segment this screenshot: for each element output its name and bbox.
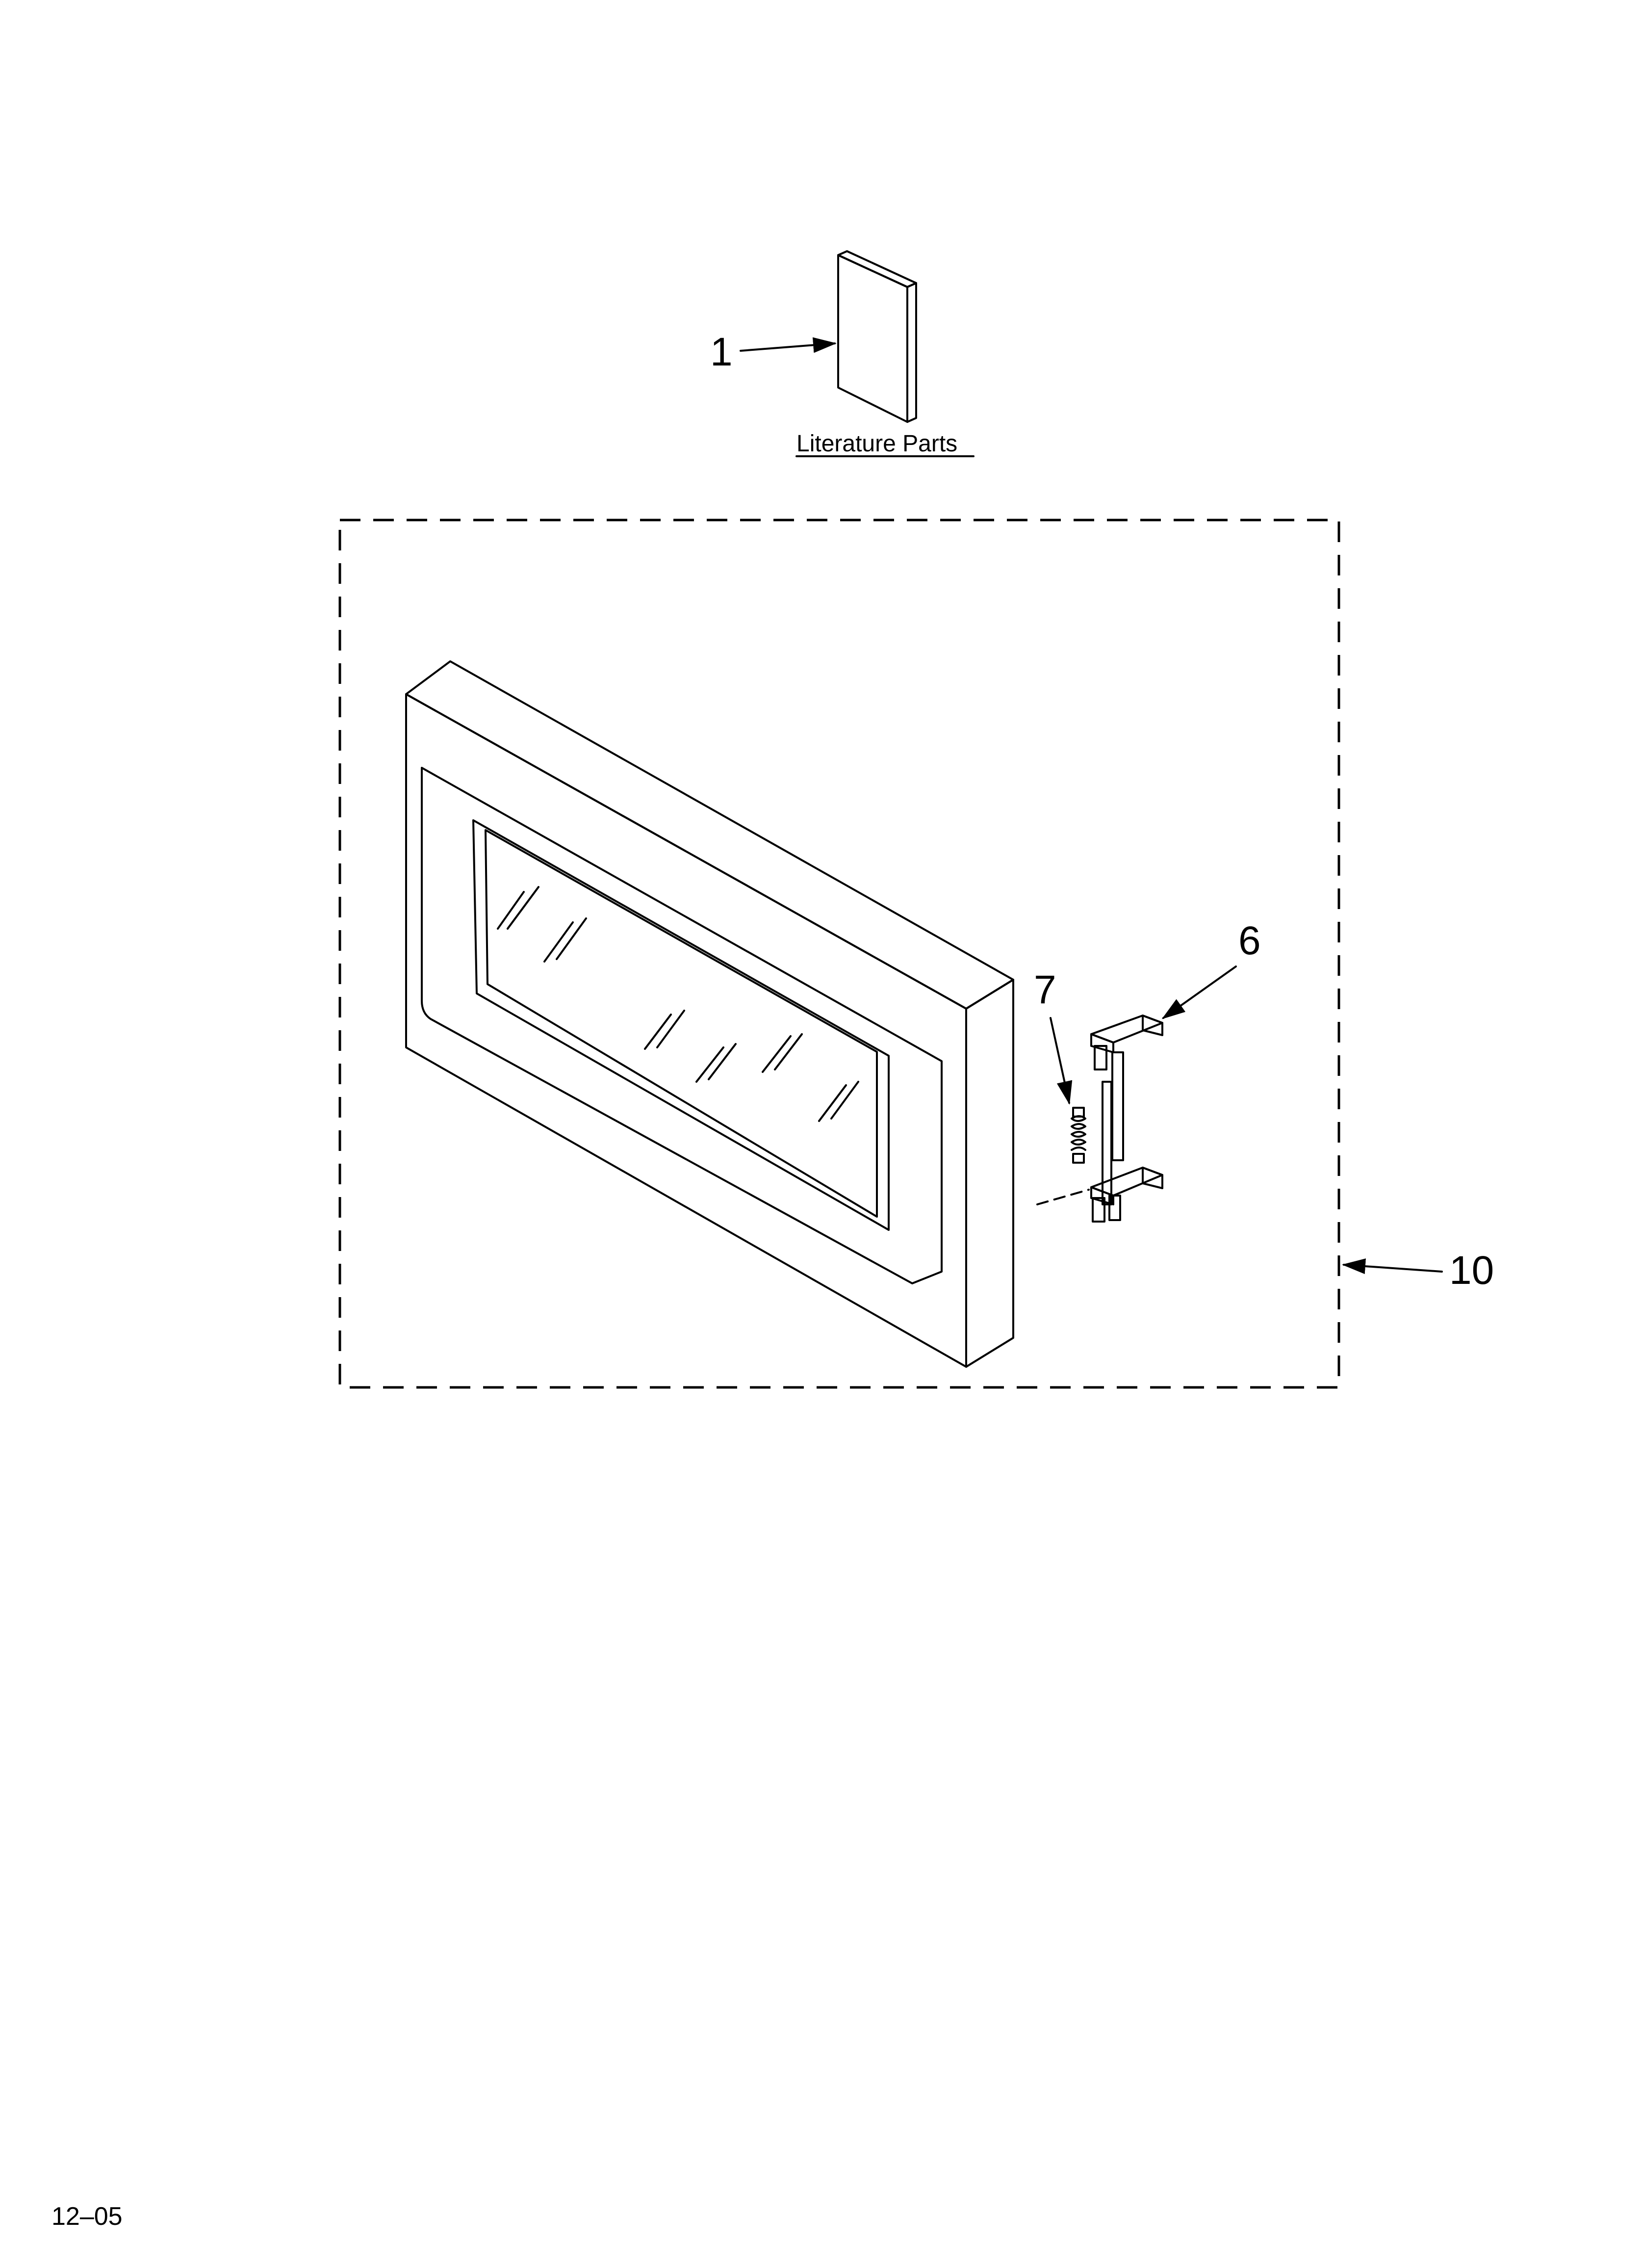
callout-number-7: 7	[1034, 967, 1056, 1012]
latch-spring	[1071, 1107, 1086, 1164]
literature-parts-label: Literature Parts	[796, 431, 957, 457]
literature-booklet	[837, 250, 917, 423]
callout-6: 6	[1161, 918, 1261, 1019]
glass-reflection-marks	[497, 886, 859, 1122]
callout-10: 10	[1342, 1248, 1494, 1293]
callout-arrow-7	[1050, 1017, 1073, 1105]
microwave-door	[405, 660, 1014, 1368]
callout-arrow-1	[740, 337, 837, 353]
door-latch-part	[1036, 1015, 1163, 1223]
revision-date: 12–05	[51, 2202, 123, 2231]
callout-7: 7	[1034, 967, 1073, 1105]
callout-number-1: 1	[710, 330, 733, 374]
assembly-boundary	[338, 519, 1340, 1389]
callout-1: 1	[710, 330, 837, 374]
callout-number-6: 6	[1238, 918, 1261, 963]
callout-arrow-6	[1161, 965, 1237, 1019]
callout-number-10: 10	[1449, 1248, 1494, 1293]
callout-arrow-10	[1342, 1258, 1443, 1275]
